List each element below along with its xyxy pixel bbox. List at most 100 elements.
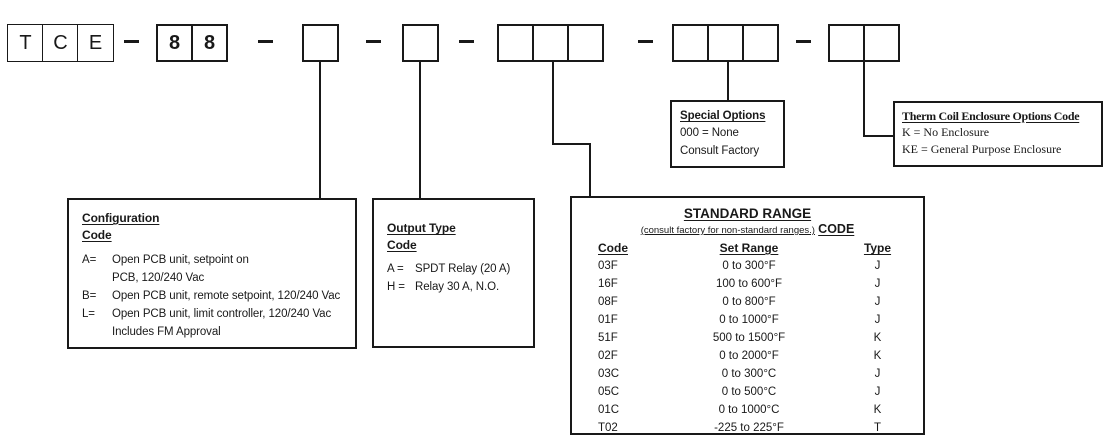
model-cell-8b: 8 [191,24,228,62]
configuration-item-text: Includes FM Approval [112,326,221,338]
dash-separator [124,40,139,43]
configuration-item: B= Open PCB unit, remote setpoint, 120/2… [82,287,349,305]
configuration-item: A= Open PCB unit, setpoint on [82,251,349,269]
output-type-item-code: H = [387,281,405,293]
configuration-item-code: B= [82,290,97,302]
output-type-item: H = Relay 30 A, N.O. [387,278,529,296]
range-row-type: J [874,278,881,290]
standard-range-title: STANDARD RANGE [683,206,812,221]
range-code-cell-group [497,24,604,62]
range-row-type: J [874,314,881,326]
range-row-code: 05C [598,386,620,398]
configuration-code-cell-group [302,24,339,62]
connector-enclosure-h [863,135,893,137]
range-row-set-range: 100 to 600°F [716,278,782,290]
special-options-cell-group [672,24,779,62]
range-row-set-range: 0 to 500°C [721,386,777,398]
range-row-set-range: 0 to 800°F [722,296,776,308]
range-row-code: 01C [598,404,620,416]
special-options-blank-cell [742,24,779,62]
range-row-code: T02 [598,422,618,434]
column-header-type: Type [863,241,892,255]
configuration-subtitle: Code [82,228,112,242]
special-options-line: 000 = None [680,127,739,139]
range-row-type: K [873,350,882,362]
prefix-cell-e: E [77,24,114,62]
standard-range-code-label: CODE [818,222,855,236]
output-type-item-text: SPDT Relay (20 A) [415,263,511,275]
enclosure-options-box: Therm Coil Enclosure Options Code K = No… [893,101,1103,167]
dash-separator [796,40,811,43]
configuration-item: Includes FM Approval [82,323,349,341]
configuration-item-code [82,323,112,341]
configuration-title: Configuration [82,211,160,225]
range-row-type: J [874,368,881,380]
range-row-code: 08F [598,296,618,308]
configuration-item-text: Open PCB unit, limit controller, 120/240… [112,308,332,320]
configuration-item-code [82,269,112,287]
column-header-set-range: Set Range [719,241,779,255]
range-row-type: J [874,296,881,308]
range-row-set-range: 0 to 300°C [721,368,777,380]
output-type-box: Output Type Code A = SPDT Relay (20 A) H… [372,198,535,348]
range-row-set-range: 0 to 2000°F [719,350,779,362]
enclosure-cell-group [828,24,900,62]
range-row-set-range: 0 to 1000°F [719,314,779,326]
output-type-list: A = SPDT Relay (20 A) H = Relay 30 A, N.… [387,260,529,296]
range-blank-cell [497,24,534,62]
range-row-set-range: 500 to 1500°F [712,332,786,344]
connector-range-v2 [589,143,591,198]
configuration-item-text: Open PCB unit, remote setpoint, 120/240 … [112,290,341,302]
connector-range-h [552,143,591,145]
range-row-set-range: 0 to 1000°C [718,404,780,416]
range-row-code: 16F [598,278,618,290]
range-row-type: K [873,404,882,416]
range-row-type: T [873,422,882,434]
dash-separator [366,40,381,43]
range-row-set-range: 0 to 300°F [722,260,776,272]
connector-output-type [419,61,421,198]
configuration-item-text: PCB, 120/240 Vac [112,272,205,284]
range-row-set-range: -225 to 225°F [714,422,784,434]
special-options-box: Special Options 000 = None Consult Facto… [670,100,785,168]
prefix-cell-group: T C E [7,24,114,62]
output-type-item-text: Relay 30 A, N.O. [415,281,500,293]
configuration-item-code: A= [82,254,97,266]
dash-separator [638,40,653,43]
standard-range-note: (consult factory for non-standard ranges… [640,225,815,236]
configuration-item: PCB, 120/240 Vac [82,269,349,287]
range-row-code: 51F [598,332,618,344]
prefix-cell-t: T [7,24,44,62]
output-type-item: A = SPDT Relay (20 A) [387,260,529,278]
special-options-blank-cell [672,24,709,62]
range-row-type: J [874,386,881,398]
connector-range-v1 [552,61,554,145]
model-cell-8a: 8 [156,24,193,62]
range-blank-cell [567,24,604,62]
prefix-cell-c: C [42,24,79,62]
enclosure-blank-cell [863,24,900,62]
special-options-title: Special Options [680,110,766,122]
standard-range-table: Code Set Range Type 03F 0 to 300°F J 16F… [572,238,923,437]
range-blank-cell [532,24,569,62]
output-type-subtitle: Code [387,238,417,252]
standard-range-box: STANDARD RANGE (consult factory for non-… [570,196,925,435]
range-row-code: 03F [598,260,618,272]
special-options-line: Consult Factory [680,145,760,157]
configuration-box: Configuration Code A= Open PCB unit, set… [67,198,357,349]
output-type-blank-cell [402,24,439,62]
enclosure-blank-cell [828,24,865,62]
range-row-type: J [874,260,881,272]
special-options-blank-cell [707,24,744,62]
model-cell-group: 8 8 [156,24,228,62]
output-type-title: Output Type [387,221,456,235]
range-row-type: K [873,332,882,344]
configuration-item-code: L= [82,308,95,320]
configuration-list: A= Open PCB unit, setpoint on PCB, 120/2… [82,251,349,341]
range-row-code: 01F [598,314,618,326]
connector-configuration [319,61,321,198]
configuration-blank-cell [302,24,339,62]
range-row-code: 03C [598,368,620,380]
column-header-code: Code [598,241,628,255]
